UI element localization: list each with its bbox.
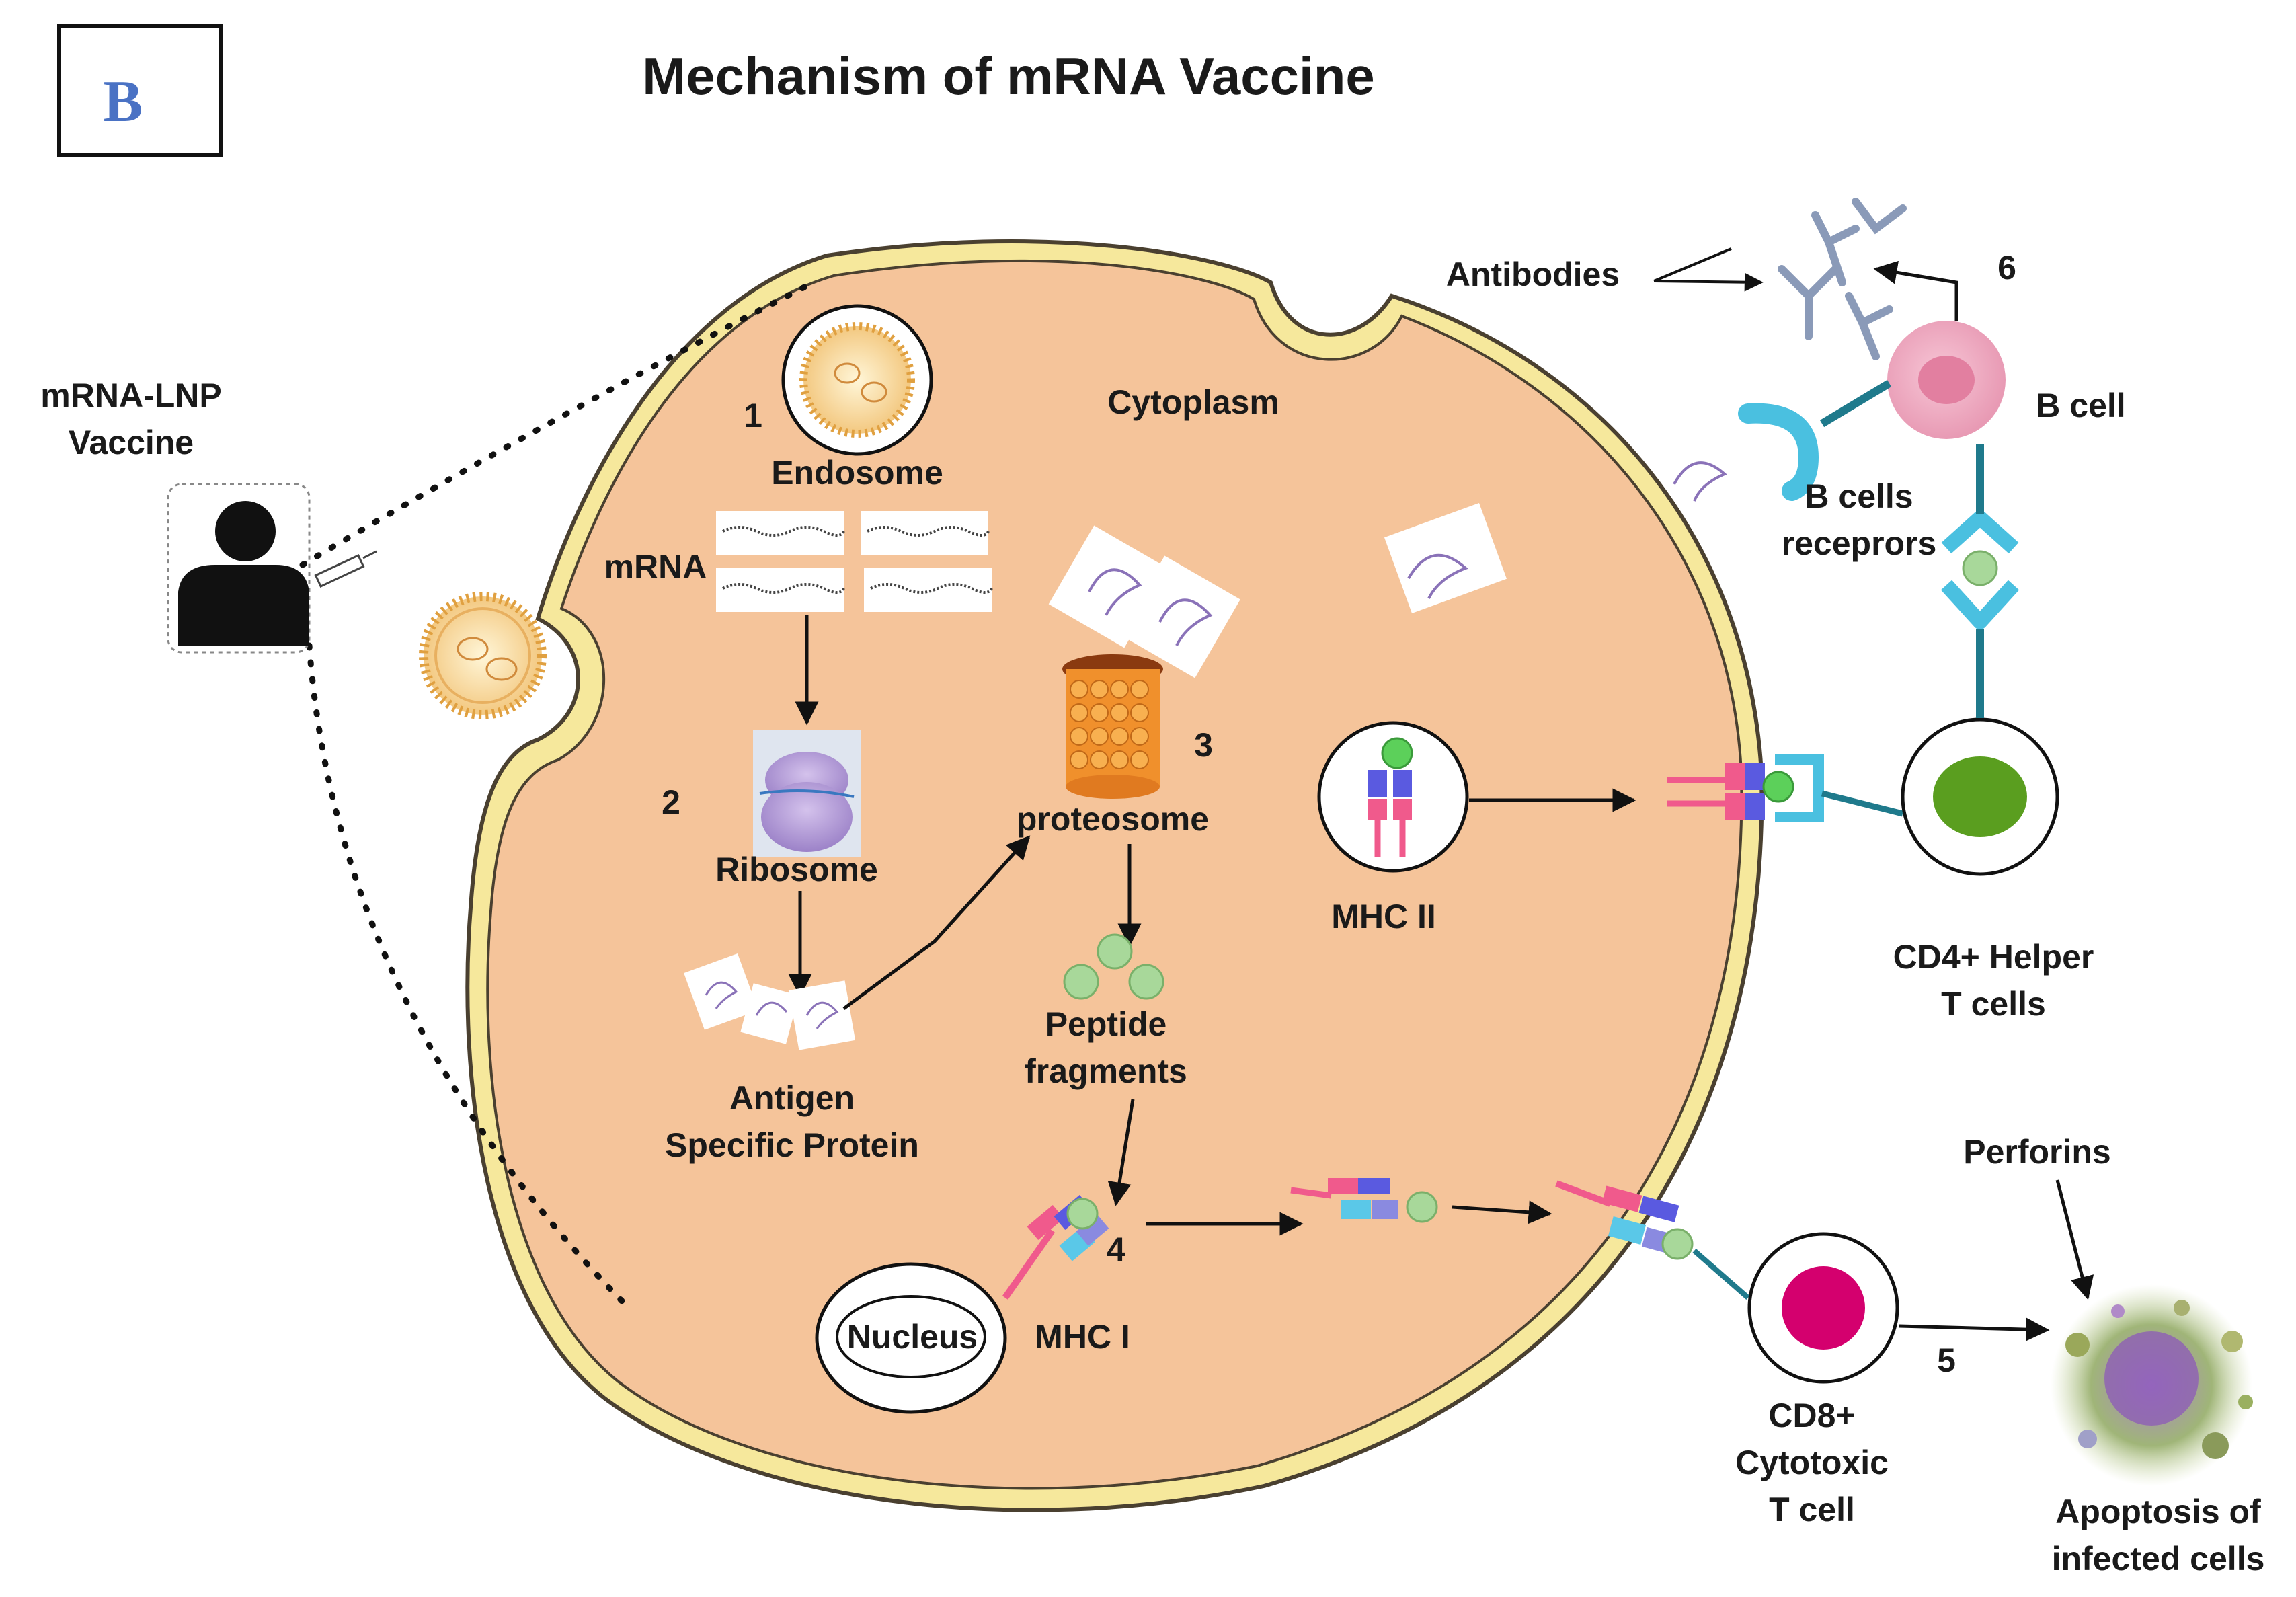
antigen-label-line2: Specific Protein <box>665 1126 919 1164</box>
lipid-nanoparticle-icon <box>419 592 547 719</box>
ribosome-label: Ribosome <box>715 851 878 888</box>
step-number-1: 1 <box>744 397 762 434</box>
apoptotic-cell-icon <box>2051 1284 2253 1486</box>
endosome-label: Endosome <box>771 454 943 492</box>
protein-icon <box>1657 410 1752 505</box>
antibodies-pointer-2 <box>1653 272 1764 292</box>
cytoplasm-label: Cytoplasm <box>1107 383 1279 421</box>
panel-badge-label: B <box>104 69 143 134</box>
ribosome-icon <box>753 730 861 857</box>
antibodies-label: Antibodies <box>1446 256 1620 293</box>
nucleus-inner <box>836 1295 986 1378</box>
arrow-transport-to-membrane <box>1452 1200 1552 1224</box>
bcr-label-line2: receprors <box>1782 524 1937 562</box>
step-number-2: 2 <box>662 783 680 821</box>
arrow-protein-to-proteasome <box>842 835 1031 1011</box>
step-number-6: 6 <box>1997 249 2016 286</box>
apoptosis-label-line2: infected cells <box>2052 1540 2265 1577</box>
proteasome-icon <box>1062 654 1163 799</box>
protein-icon <box>684 953 856 1050</box>
apoptosis-label-line1: Apoptosis of <box>2055 1493 2261 1530</box>
cd4-label-line2: T cells <box>1941 985 2046 1023</box>
mhc1-transport-complex <box>1290 1178 1438 1223</box>
mrna-strands <box>716 511 993 612</box>
cd8-label-line1: CD8+ <box>1768 1397 1855 1434</box>
tcr-bcell-receptor-lower <box>1940 580 2020 629</box>
step-number-4: 4 <box>1107 1231 1125 1268</box>
protein-icon <box>1048 525 1240 678</box>
cd8-label-line2: Cytotoxic <box>1735 1444 1889 1481</box>
step-number-3: 3 <box>1194 726 1213 764</box>
antigen-label-line1: Antigen <box>729 1079 855 1117</box>
arrow-peptides-to-mhc1 <box>1107 1099 1135 1206</box>
mhc2-membrane-complex <box>1667 754 1824 822</box>
diagram-title: Mechanism of mRNA Vaccine <box>642 46 1374 106</box>
cd4-nucleus <box>1933 756 2027 837</box>
bcr-label-line1: B cells <box>1805 477 1913 515</box>
panel-badge-box <box>57 24 223 157</box>
lipid-nanoparticle-icon <box>799 322 915 438</box>
bcell-antigen-peptide <box>1962 550 1998 586</box>
cd4-label-line1: CD4+ Helper <box>1893 938 2094 976</box>
syringe-icon <box>314 550 377 588</box>
peptide-label-line2: fragments <box>1025 1052 1187 1090</box>
bcr-stem <box>1819 379 1892 428</box>
cd4-receptor-link <box>1821 790 1904 817</box>
injection-path-upper <box>299 279 817 568</box>
proteosome-label: proteosome <box>1017 800 1209 838</box>
arrow-cd8-to-apoptosis <box>1899 1317 2050 1341</box>
mhc1-complex <box>1002 1194 1109 1300</box>
protein-icon <box>1384 502 1507 614</box>
step-number-5: 5 <box>1937 1341 1956 1379</box>
bcell-label: B cell <box>2036 387 2125 424</box>
bcr-receptor <box>1738 403 1819 501</box>
mhc2-label: MHC II <box>1331 898 1436 935</box>
vaccine-label-line2: Vaccine <box>69 424 194 461</box>
mhc1-membrane-complex <box>1555 1180 1694 1260</box>
arrow-perforins <box>2055 1179 2094 1300</box>
perforins-label: Perforins <box>1963 1133 2111 1171</box>
antibody-icon <box>1778 198 1907 360</box>
peptide-label-line1: Peptide <box>1045 1005 1167 1043</box>
cd8-label-line3: T cell <box>1769 1491 1855 1528</box>
cd8-receptor-link <box>1692 1248 1750 1300</box>
mrna-label: mRNA <box>604 548 707 586</box>
tcr-bcell-receptor-upper <box>1941 510 2019 554</box>
peptide-fragments-icon <box>1063 933 1164 1000</box>
person-icon <box>167 483 311 654</box>
vaccine-label-line1: mRNA-LNP <box>40 377 221 414</box>
mhc1-label: MHC I <box>1035 1318 1130 1356</box>
b-cell-nucleus <box>1918 356 1975 404</box>
antibodies-pointer-1 <box>1653 247 1732 282</box>
proteasome-subunits <box>1070 680 1149 769</box>
mhc2-complex <box>1368 737 1413 857</box>
cd8-nucleus <box>1782 1266 1865 1350</box>
nucleus-label: Nucleus <box>847 1318 978 1356</box>
arrow-bcell-to-antibodies <box>1873 260 1958 321</box>
